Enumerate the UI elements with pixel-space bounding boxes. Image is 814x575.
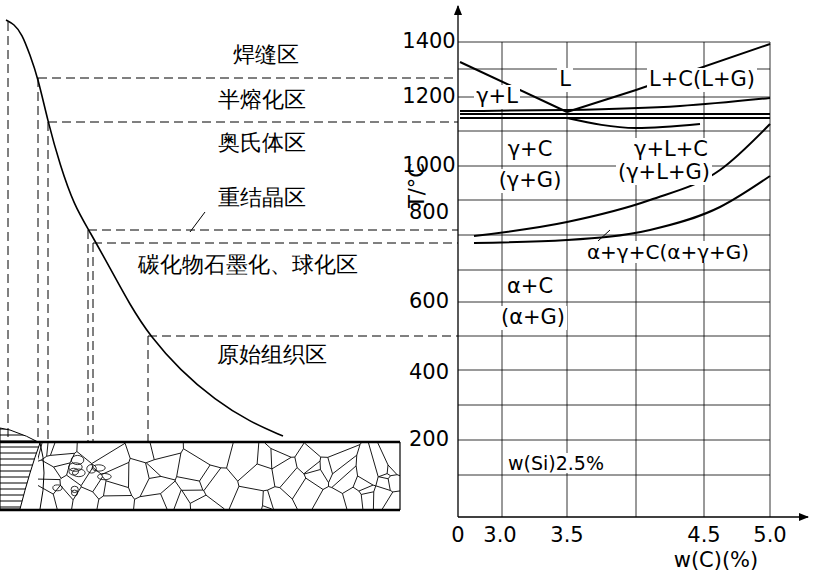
zone-boundary-dashed: [88, 230, 458, 231]
zone-label: 焊缝区: [231, 43, 301, 67]
zone-projection-dashed: [38, 78, 39, 442]
plate-top: [0, 441, 400, 444]
eutectoid-upper: [474, 124, 770, 236]
phase-label: γ+C: [506, 138, 555, 161]
tick-label: 600: [407, 290, 451, 313]
eutectic-line: [460, 117, 770, 119]
zone-boundary-dashed: [93, 243, 458, 244]
zone-projection-dashed: [148, 336, 149, 442]
zone-label: 碳化物石墨化、球化区: [136, 253, 360, 277]
graphite-nodule: [71, 490, 77, 496]
zone-boundary-dashed: [148, 336, 458, 337]
temperature-curve-panel: [0, 20, 458, 510]
microstructure-strip: [0, 428, 400, 510]
liquidus-line: [460, 62, 567, 112]
graphite-nodule: [87, 465, 97, 474]
y-axis: [457, 6, 458, 517]
leader-line: [598, 230, 610, 241]
axis-title: w(C)(%): [672, 549, 761, 572]
plate-end: [399, 442, 400, 510]
tick-label: 400: [407, 361, 451, 384]
phase-label: γ+L: [474, 85, 520, 108]
graphite-nodule: [72, 469, 85, 477]
tick-label: 3.5: [548, 524, 585, 547]
phase-label: γ+L+C: [632, 138, 710, 161]
fusion-line: [40, 443, 44, 509]
zone-label: 原始组织区: [215, 343, 329, 367]
solvus-curve: [567, 118, 700, 128]
eutectic-line: [460, 113, 770, 115]
grid-line: [458, 166, 770, 167]
tick-label: 1400: [400, 30, 457, 53]
grain-boundaries: [38, 443, 400, 509]
tick-label: 1200: [400, 85, 457, 108]
phase-label: (γ+G): [497, 169, 564, 192]
leader-line: [190, 212, 205, 232]
weld-metal: [0, 428, 40, 509]
graphite-nodule: [92, 465, 105, 471]
phase-label: (α+G): [499, 306, 567, 329]
grid-line: [458, 370, 770, 371]
grid-line: [458, 131, 770, 132]
zone-boundary-dashed: [48, 122, 458, 123]
phase-diagram: [458, 6, 808, 517]
phase-label: α+γ+C(α+γ+G): [585, 241, 751, 263]
grid-line: [458, 405, 770, 406]
zone-projection-dashed: [8, 22, 9, 442]
grid-line: [458, 42, 770, 43]
axis-title: T/°C: [406, 161, 429, 210]
tick-label: 0: [449, 524, 466, 547]
grid-line: [458, 270, 770, 271]
zone-label: 半熔化区: [216, 88, 308, 112]
composition-note: w(Si)2.5%: [506, 453, 606, 474]
phase-label: α+C: [505, 275, 555, 298]
plate-bottom: [0, 509, 400, 512]
phase-label: L: [557, 68, 573, 91]
graphite-nodule: [98, 474, 112, 480]
zone-label: 重结晶区: [216, 186, 308, 210]
zone-projection-dashed: [48, 122, 49, 442]
phase-label: L+C(L+G): [647, 68, 757, 91]
tick-label: 5.0: [751, 524, 788, 547]
tick-label: 4.5: [685, 524, 722, 547]
zone-projection-dashed: [88, 230, 89, 442]
grid-line: [458, 475, 770, 476]
tick-label: 200: [407, 428, 451, 451]
grid-line: [458, 440, 770, 441]
phase-label: (γ+L+G): [616, 161, 712, 184]
grid-line: [458, 336, 770, 337]
grid-line: [458, 200, 770, 201]
tick-label: 3.0: [481, 524, 518, 547]
grid-line: [458, 302, 770, 303]
zone-boundary-dashed: [38, 78, 458, 79]
zone-label: 奥氏体区: [216, 131, 308, 155]
graphite-nodule: [53, 485, 62, 491]
zone-projection-dashed: [93, 243, 94, 442]
x-axis: [458, 516, 808, 517]
